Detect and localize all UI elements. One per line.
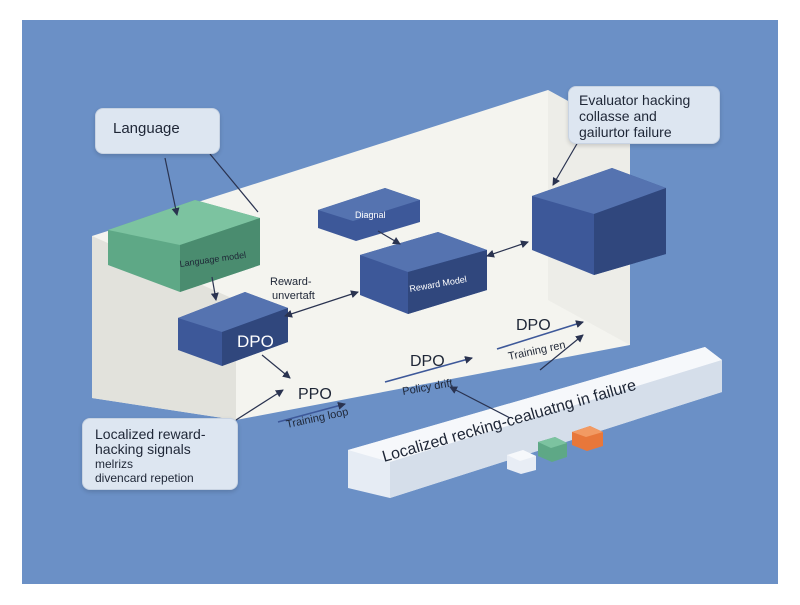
step-arrows xyxy=(277,320,584,423)
localized-callout-line4: divencard repetion xyxy=(95,471,194,485)
failure-bar: Localized recking-cealuatng in failure xyxy=(348,347,722,498)
evaluator-callout-line1: Evaluator hacking xyxy=(579,92,691,108)
dpo-right-label: DPO xyxy=(516,317,551,334)
diagnal-label: Diagnal xyxy=(355,210,386,220)
dpo-mid-label: DPO xyxy=(410,353,445,370)
language-callout-text: Language xyxy=(113,120,180,137)
reward-label-line1: Reward- xyxy=(270,276,312,288)
reward-label-line2: unvertaft xyxy=(272,290,315,302)
evaluator-callout-line3: gailurtor failure xyxy=(579,124,672,140)
evaluator-callout-line2: collasse and xyxy=(579,108,657,124)
small-cube-orange xyxy=(572,426,603,451)
dpo-box: DPO xyxy=(178,292,288,366)
localized-callout-line3: melrizs xyxy=(95,457,133,471)
localized-callout: Localized reward- hacking signals melriz… xyxy=(82,418,238,490)
diagnal-box: Diagnal xyxy=(318,188,420,241)
dpo-box-label: DPO xyxy=(237,332,274,351)
language-callout: Language xyxy=(95,108,220,154)
reward-model-box: Reward Model xyxy=(360,232,487,314)
evaluator-callout: Evaluator hacking collasse and gailurtor… xyxy=(568,86,720,144)
localized-callout-line2: hacking signals xyxy=(95,441,191,457)
small-cube-white xyxy=(507,450,536,474)
small-cube-green xyxy=(538,437,567,462)
connectors xyxy=(164,141,584,421)
language-model-box: Language model xyxy=(108,200,260,292)
evaluator-cube xyxy=(532,168,666,275)
localized-callout-line1: Localized reward- xyxy=(95,426,206,442)
ppo-label: PPO xyxy=(298,386,332,403)
